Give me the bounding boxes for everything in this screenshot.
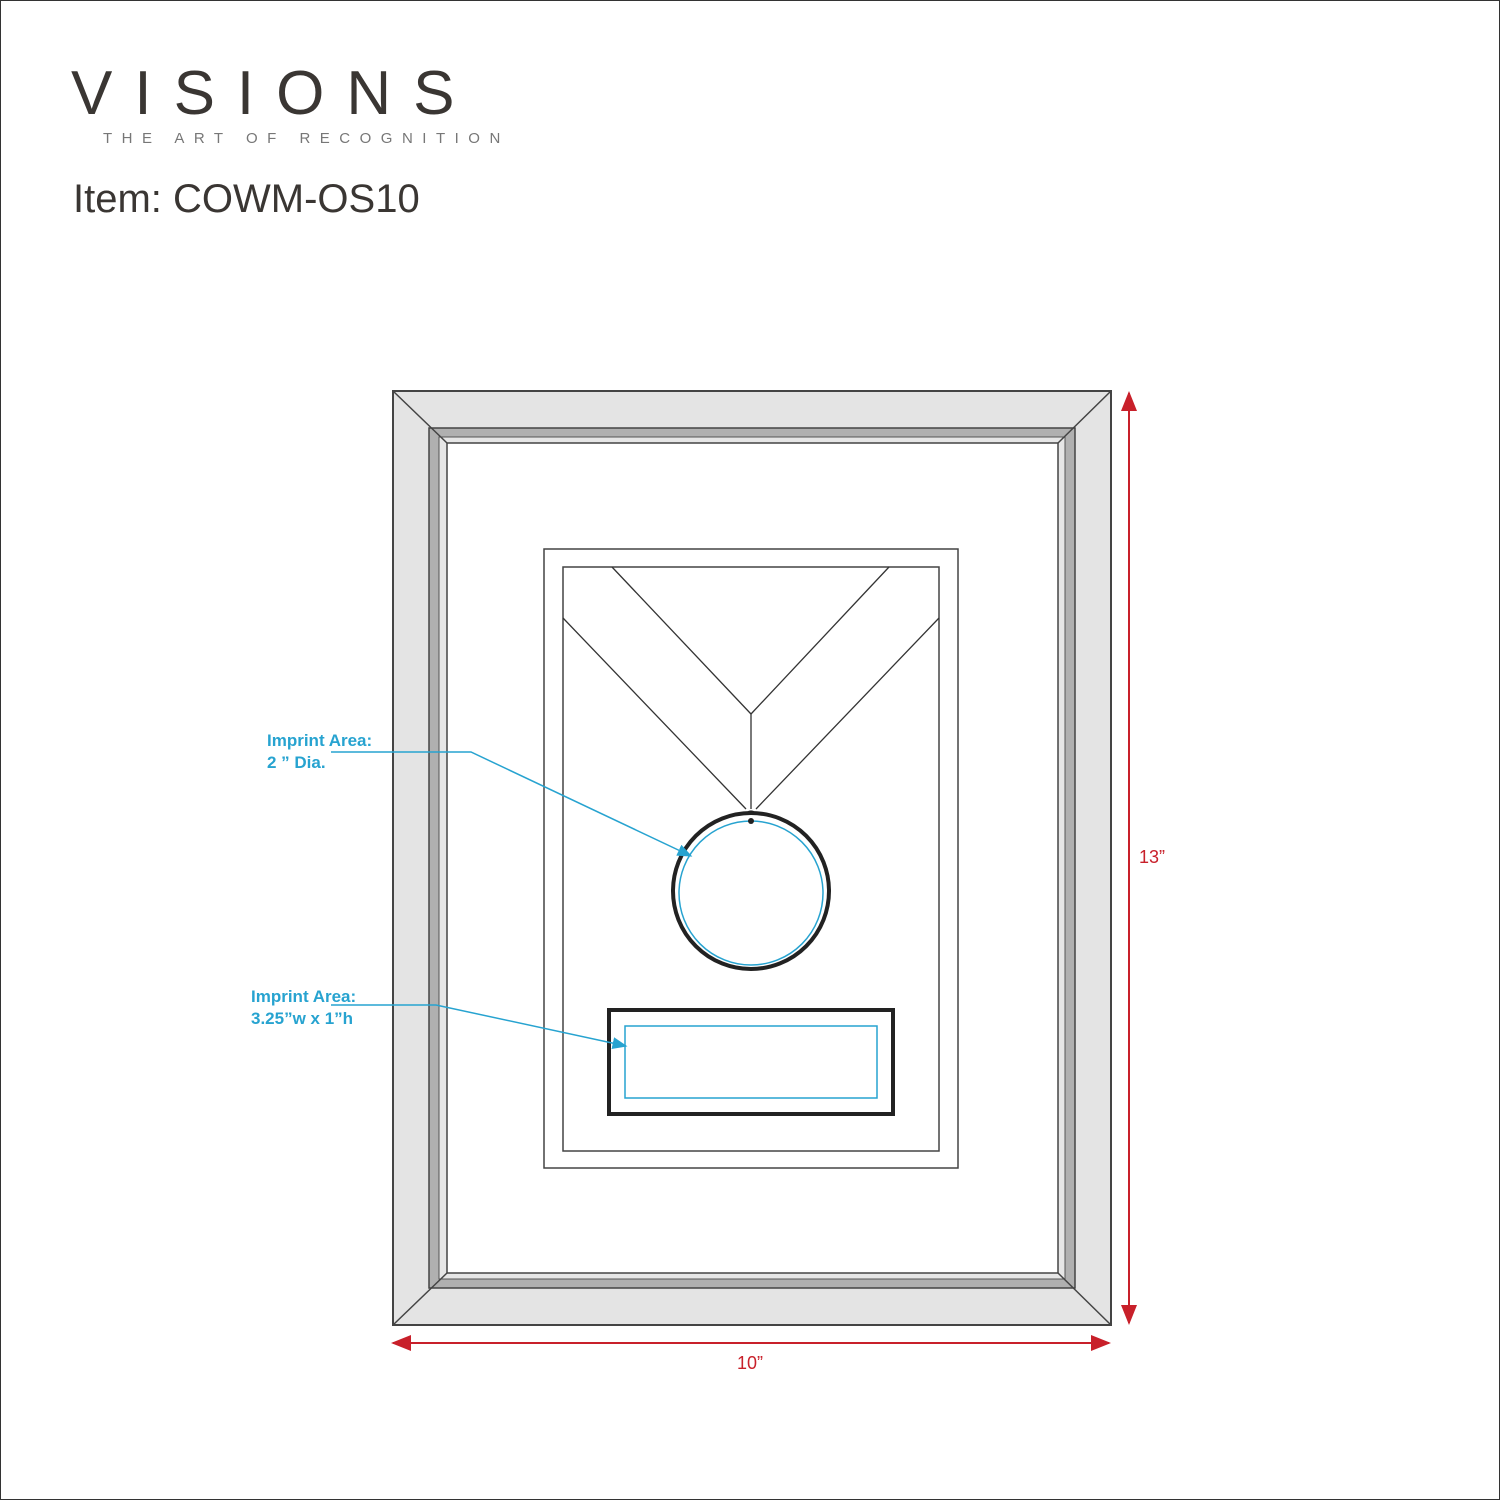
brand-logo: VISIONS xyxy=(71,59,477,128)
callout-plate-title: Imprint Area: xyxy=(251,987,357,1006)
callout-plate: Imprint Area: 3.25”w x 1”h xyxy=(251,986,356,1030)
nameplate xyxy=(607,1008,895,1116)
callout-leader-medal xyxy=(331,751,693,857)
item-number: Item: COWM-OS10 xyxy=(73,177,420,221)
callout-leader-plate xyxy=(331,1004,628,1050)
callout-medal-title: Imprint Area: xyxy=(267,731,373,750)
callout-plate-size: 3.25”w x 1”h xyxy=(251,1009,354,1028)
callout-medal: Imprint Area: 2 ” Dia. xyxy=(267,730,372,774)
callout-medal-size: 2 ” Dia. xyxy=(267,753,326,772)
brand-tagline: THE ART OF RECOGNITION xyxy=(103,130,510,147)
height-dimension-label: 13” xyxy=(1139,847,1166,867)
ribbon xyxy=(562,566,940,822)
medal xyxy=(671,811,831,971)
nameplate-imprint-area xyxy=(624,1025,878,1099)
width-dimension-label: 10” xyxy=(737,1353,764,1373)
